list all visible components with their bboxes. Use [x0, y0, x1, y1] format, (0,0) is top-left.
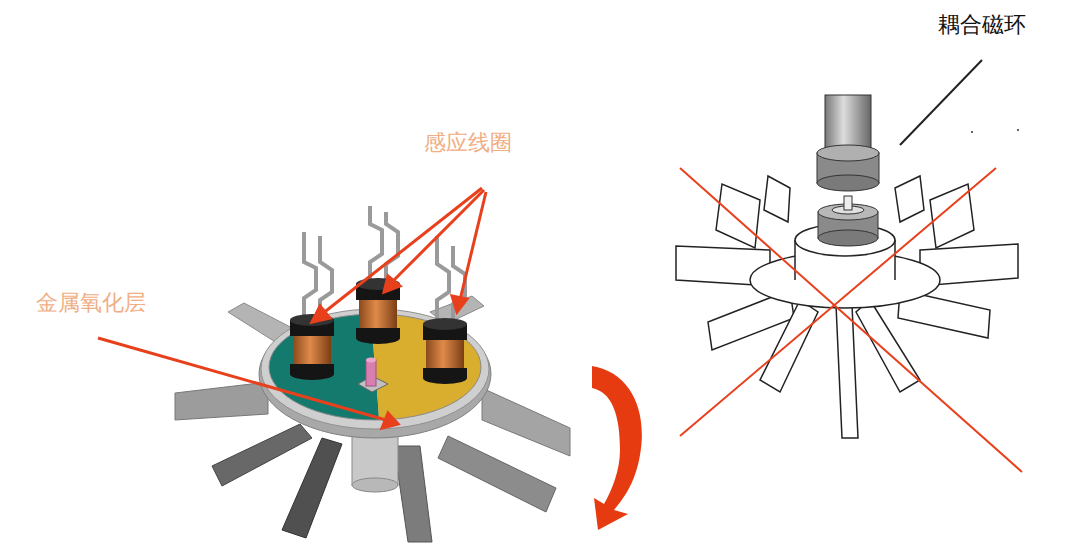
rotation-arrow [592, 366, 642, 530]
part-label: 耦合磁环 [938, 12, 1026, 38]
part-label: 感应线圈 [424, 130, 512, 156]
center-pin [358, 358, 388, 393]
leader-arrows [98, 188, 486, 428]
leader-line [900, 60, 982, 145]
impeller-blades [175, 296, 570, 542]
cross-mark [680, 168, 1022, 472]
magnet-impeller [676, 176, 1018, 438]
coupling-magnets [817, 95, 879, 246]
rotor-disc [259, 300, 491, 440]
part-label: 金属氧化层 [36, 290, 146, 316]
induction-coils [290, 278, 467, 384]
